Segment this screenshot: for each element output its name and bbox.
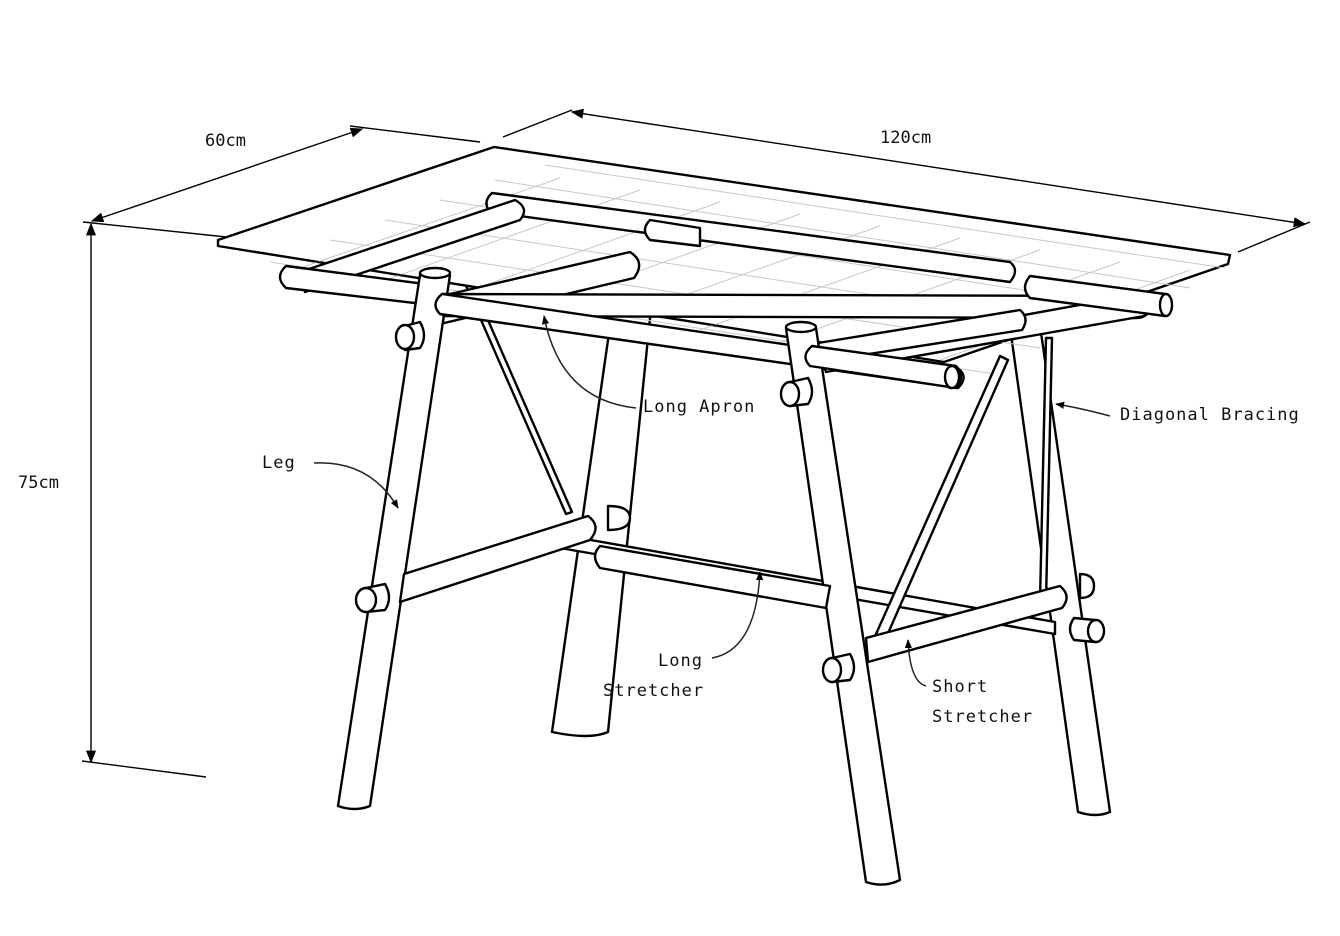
long-apron-back xyxy=(485,191,1017,284)
peg xyxy=(1068,616,1106,644)
dimension-width: 60cm xyxy=(82,125,481,239)
peg xyxy=(1078,572,1096,600)
long-stretcher-label-line1: Long xyxy=(658,651,703,671)
dimension-length: 120cm xyxy=(502,108,1311,253)
peg xyxy=(394,320,426,352)
short-stretcher-left xyxy=(398,514,597,604)
leg-front-left xyxy=(336,266,452,811)
length-label: 120cm xyxy=(880,128,931,148)
peg xyxy=(606,504,632,532)
callout-long-stretcher: Long Stretcher xyxy=(603,571,764,701)
short-stretcher-label-line1: Short xyxy=(932,677,988,697)
callout-short-stretcher: Short Stretcher xyxy=(904,639,1033,727)
callout-diagonal-bracing: Diagonal Bracing xyxy=(1055,401,1300,425)
peg xyxy=(354,582,391,614)
short-stretcher-right xyxy=(864,584,1068,664)
long-apron-right-end-cap xyxy=(1158,292,1174,318)
diagonal-bracing-label: Diagonal Bracing xyxy=(1120,405,1300,425)
long-stretcher-front xyxy=(593,544,832,610)
width-label: 60cm xyxy=(205,131,246,151)
height-label: 75cm xyxy=(18,473,59,493)
long-apron-left-end xyxy=(278,264,442,308)
callout-long-apron: Long Apron xyxy=(541,315,755,417)
short-apron-left xyxy=(298,198,526,294)
short-apron-end-cap xyxy=(943,364,961,390)
long-stretcher-label-line2: Stretcher xyxy=(603,681,704,701)
short-apron-front-right xyxy=(804,344,963,390)
leg-front-right xyxy=(784,320,902,886)
leg-label: Leg xyxy=(262,453,296,473)
short-stretcher-label-line2: Stretcher xyxy=(932,707,1033,727)
peg xyxy=(821,652,856,684)
peg xyxy=(643,218,702,248)
short-apron-right-upper xyxy=(810,308,1027,364)
long-apron-label: Long Apron xyxy=(643,397,755,417)
dimension-height: 75cm xyxy=(18,222,207,778)
peg xyxy=(779,376,814,408)
callout-leg: Leg xyxy=(262,453,399,509)
